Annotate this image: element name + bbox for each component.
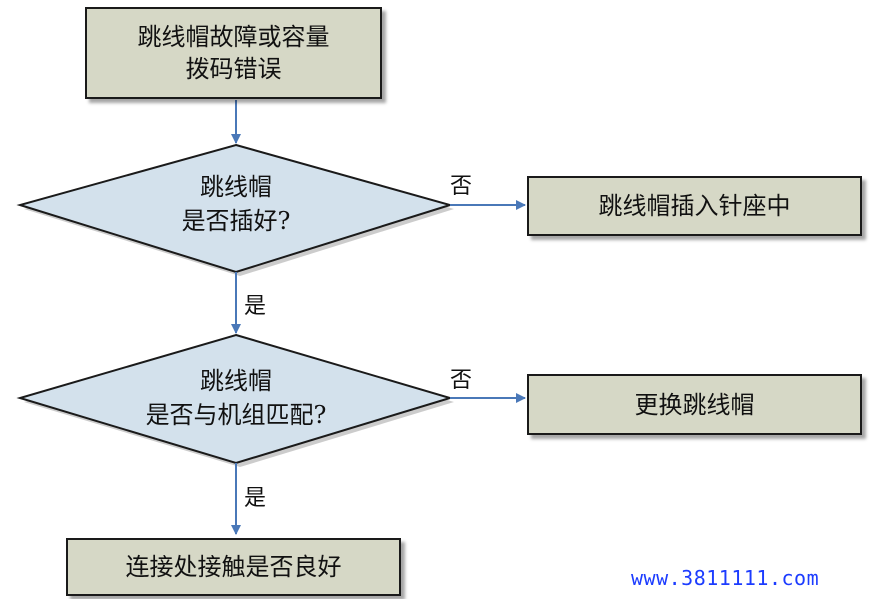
- decision-2-line-1: 跳线帽: [200, 367, 272, 395]
- decision-1-line-1: 跳线帽: [200, 173, 272, 201]
- decision-2-line-2: 是否与机组匹配?: [145, 401, 327, 429]
- start-box: 跳线帽故障或容量 拨码错误: [85, 7, 382, 99]
- action-1-box: 跳线帽插入针座中: [527, 176, 862, 236]
- action-2-box: 更换跳线帽: [527, 374, 862, 435]
- start-line-1: 跳线帽故障或容量: [137, 23, 330, 51]
- decision-2-text: 跳线帽 是否与机组匹配?: [86, 364, 386, 432]
- action-2-text: 更换跳线帽: [634, 390, 755, 419]
- edge-label-d2-yes: 是: [244, 486, 267, 511]
- end-box: 连接处接触是否良好: [66, 538, 401, 596]
- decision-1-line-2: 是否插好?: [181, 207, 291, 235]
- edge-label-d2-no: 否: [450, 368, 473, 393]
- edge-label-d1-yes: 是: [244, 294, 267, 319]
- start-line-2: 拨码错误: [185, 55, 282, 83]
- watermark-url: www.3811111.com: [631, 566, 820, 590]
- end-text: 连接处接触是否良好: [125, 553, 342, 581]
- edge-label-d1-no: 否: [450, 174, 473, 199]
- action-1-text: 跳线帽插入针座中: [598, 192, 791, 220]
- decision-1-text: 跳线帽 是否插好?: [106, 170, 366, 238]
